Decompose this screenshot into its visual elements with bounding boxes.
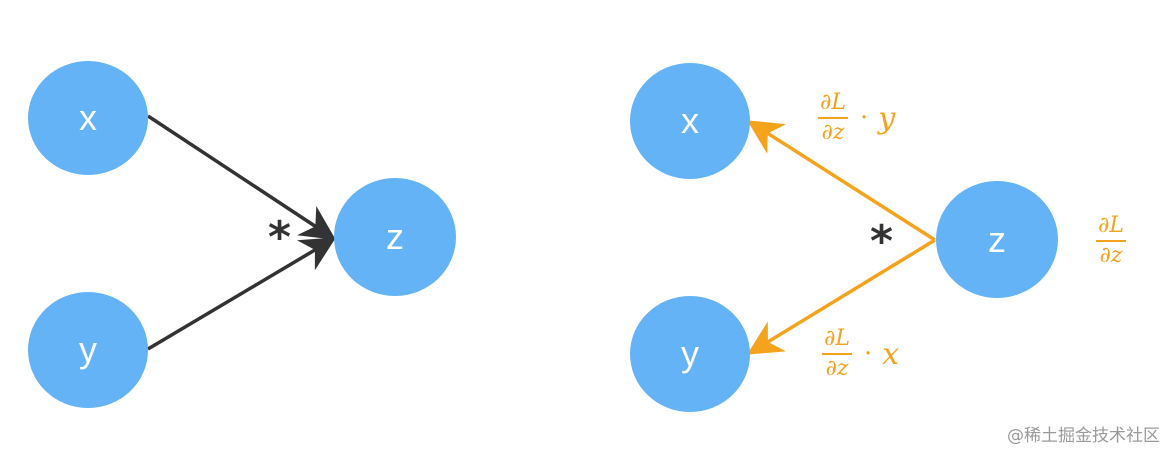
fraction-numerator: ∂L — [822, 328, 852, 355]
watermark-text: @稀土掘金技术社区 — [1007, 426, 1160, 446]
fraction-denominator: ∂z — [825, 356, 849, 381]
forward-operator: * — [268, 212, 292, 263]
backward-node-y: y — [630, 296, 750, 412]
gradient-fraction: ∂L ∂z — [818, 92, 848, 144]
gradient-label-at-z: ∂L ∂z — [1096, 215, 1126, 267]
fraction-numerator: ∂L — [818, 92, 848, 119]
forward-node-y-label: y — [79, 329, 97, 370]
gradient-label-to-y: ∂L ∂z · x — [822, 328, 899, 380]
factor-variable: y — [878, 100, 896, 136]
fraction-denominator: ∂z — [821, 120, 845, 145]
edge-z-to-y — [747, 238, 936, 355]
backward-node-z: z — [936, 181, 1058, 298]
gradient-label-to-x: ∂L ∂z · y — [818, 92, 895, 144]
backward-node-z-label: z — [988, 218, 1006, 260]
fraction-numerator: ∂L — [1096, 215, 1126, 242]
backward-node-x: x — [630, 63, 750, 179]
edge-x-to-z — [147, 114, 336, 240]
multiply-dot: · — [864, 339, 873, 369]
backward-node-x-label: x — [681, 100, 699, 141]
edge-y-to-z — [147, 237, 337, 351]
multiply-dot: · — [860, 103, 869, 133]
forward-node-z: z — [334, 178, 456, 296]
forward-node-x: x — [28, 61, 148, 175]
edge-z-to-x — [747, 120, 936, 242]
backward-node-y-label: y — [681, 333, 699, 374]
gradient-fraction: ∂L ∂z — [1096, 215, 1126, 267]
fraction-denominator: ∂z — [1099, 243, 1123, 268]
gradient-fraction: ∂L ∂z — [822, 328, 852, 380]
backward-operator: * — [870, 216, 894, 267]
forward-node-z-label: z — [386, 216, 404, 257]
forward-node-y: y — [28, 292, 148, 408]
factor-variable: x — [882, 336, 900, 372]
forward-node-x-label: x — [79, 97, 97, 138]
